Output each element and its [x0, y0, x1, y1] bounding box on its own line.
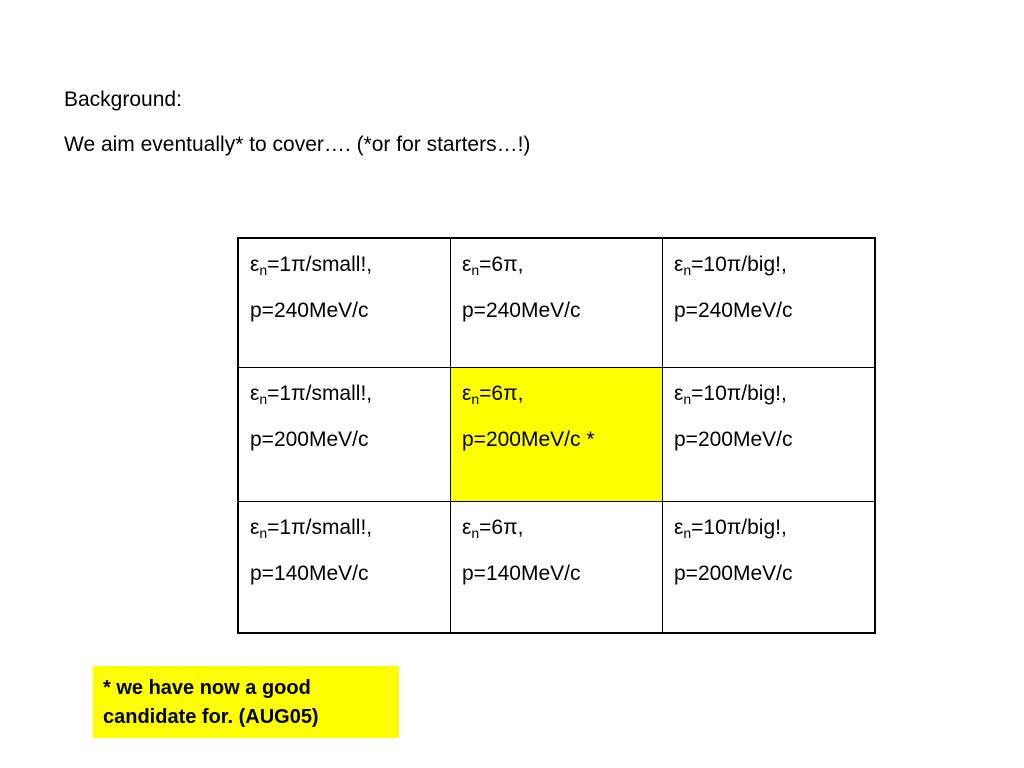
table-cell-r1-c2: εn=10π/big!, p=200MeV/c	[663, 368, 874, 502]
emittance-value: =6π,	[479, 516, 524, 539]
epsilon-subscript: n	[683, 525, 692, 541]
epsilon-subscript: n	[683, 391, 692, 407]
momentum-value: p=240MeV/c	[250, 299, 369, 322]
momentum-value: p=200MeV/c *	[462, 428, 595, 451]
epsilon-symbol: ε	[462, 253, 472, 276]
slide-heading: Background:	[64, 88, 182, 111]
table-cell-r0-c1: εn=6π, p=240MeV/c	[451, 239, 663, 368]
table-cell-r2-c0: εn=1π/small!, p=140MeV/c	[239, 502, 451, 632]
emittance-value: =1π/small!,	[267, 253, 373, 276]
momentum-value: p=140MeV/c	[250, 562, 369, 585]
table-cell-r1-c0: εn=1π/small!, p=200MeV/c	[239, 368, 451, 502]
momentum-value: p=200MeV/c	[674, 428, 793, 451]
momentum-value: p=240MeV/c	[674, 299, 793, 322]
table-cell-r0-c2: εn=10π/big!, p=240MeV/c	[663, 239, 874, 368]
epsilon-symbol: ε	[462, 382, 472, 405]
parameter-table: εn=1π/small!, p=240MeV/c εn=6π, p=240MeV…	[237, 237, 876, 634]
epsilon-symbol: ε	[250, 382, 260, 405]
epsilon-symbol: ε	[250, 516, 260, 539]
emittance-value: =6π,	[479, 253, 524, 276]
table-cell-r1-c1-highlighted: εn=6π, p=200MeV/c *	[451, 368, 663, 502]
emittance-value: =1π/small!,	[267, 516, 373, 539]
epsilon-subscript: n	[471, 391, 480, 407]
footnote-line-2: candidate for. (AUG05)	[103, 706, 319, 728]
epsilon-symbol: ε	[674, 382, 684, 405]
epsilon-symbol: ε	[250, 253, 260, 276]
table-cell-r0-c0: εn=1π/small!, p=240MeV/c	[239, 239, 451, 368]
epsilon-symbol: ε	[674, 253, 684, 276]
emittance-value: =6π,	[479, 382, 524, 405]
epsilon-subscript: n	[683, 262, 692, 278]
epsilon-subscript: n	[471, 262, 480, 278]
epsilon-subscript: n	[471, 525, 480, 541]
momentum-value: p=240MeV/c	[462, 299, 581, 322]
epsilon-symbol: ε	[674, 516, 684, 539]
emittance-value: =1π/small!,	[267, 382, 373, 405]
epsilon-subscript: n	[259, 262, 268, 278]
momentum-value: p=200MeV/c	[674, 562, 793, 585]
epsilon-subscript: n	[259, 525, 268, 541]
footnote-line-1: * we have now a good	[103, 677, 311, 699]
epsilon-symbol: ε	[462, 516, 472, 539]
momentum-value: p=200MeV/c	[250, 428, 369, 451]
epsilon-subscript: n	[259, 391, 268, 407]
momentum-value: p=140MeV/c	[462, 562, 581, 585]
emittance-value: =10π/big!,	[691, 382, 787, 405]
slide-subheading: We aim eventually* to cover…. (*or for s…	[64, 133, 531, 156]
table-cell-r2-c2: εn=10π/big!, p=200MeV/c	[663, 502, 874, 632]
emittance-value: =10π/big!,	[691, 253, 787, 276]
emittance-value: =10π/big!,	[691, 516, 787, 539]
footnote-callout: * we have now a good candidate for. (AUG…	[93, 666, 399, 738]
table-cell-r2-c1: εn=6π, p=140MeV/c	[451, 502, 663, 632]
